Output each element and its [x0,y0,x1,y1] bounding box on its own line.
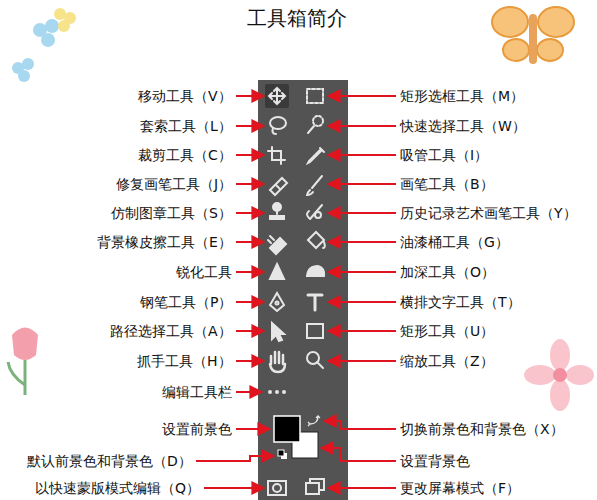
tool-label: 裁剪工具（C） [138,147,232,163]
tool-label: 以快速蒙版模式编辑（Q） [35,480,200,496]
tool-label: 锐化工具 [176,264,232,280]
tool-label: 设置背景色 [400,453,470,469]
toolbar-panel [258,80,348,500]
tool-label: 背景橡皮擦工具（E） [97,234,232,250]
tool-label: 油漆桶工具（G） [400,234,509,250]
flower-decoration [524,339,594,411]
tool-label: 套索工具（L） [140,118,232,134]
tool-label: 钢笔工具（P） [140,294,232,310]
tool-label: 编辑工具栏 [162,384,232,400]
tool-label: 抓手工具（H） [137,353,232,369]
tool-label: 加深工具（O） [400,264,495,280]
tool-label: 更改屏幕模式（F） [400,480,520,496]
tool-label: 吸管工具（I） [400,147,488,163]
tool-label: 仿制图章工具（S） [111,205,232,221]
tool-label: 移动工具（V） [138,88,232,104]
tool-label: 矩形选框工具（M） [400,88,524,104]
tool-label: 横排文字工具（T） [400,294,521,310]
tool-label: 缩放工具（Z） [400,353,494,369]
tool-icons [268,88,325,495]
selected-tool [265,84,289,108]
tool-label: 路径选择工具（A） [110,323,232,339]
tulip-decoration [8,328,38,396]
edit-toolbar-dots [268,390,286,394]
tool-label: 切换前景色和背景色（X） [400,421,564,437]
butterfly-decoration [492,7,574,64]
flower-decoration [12,8,76,82]
tool-label: 历史记录艺术画笔工具（Y） [400,205,577,221]
tool-label: 画笔工具（B） [400,176,494,192]
diagram-title: 工具箱简介 [247,6,347,30]
tool-label: 修复画笔工具（J） [116,176,232,192]
color-swatches [274,416,320,459]
tool-label: 矩形工具（U） [400,323,494,339]
tool-label: 设置前景色 [162,421,232,437]
tool-label: 默认前景色和背景色（D） [27,453,192,469]
tool-label: 快速选择工具（W） [400,118,526,134]
